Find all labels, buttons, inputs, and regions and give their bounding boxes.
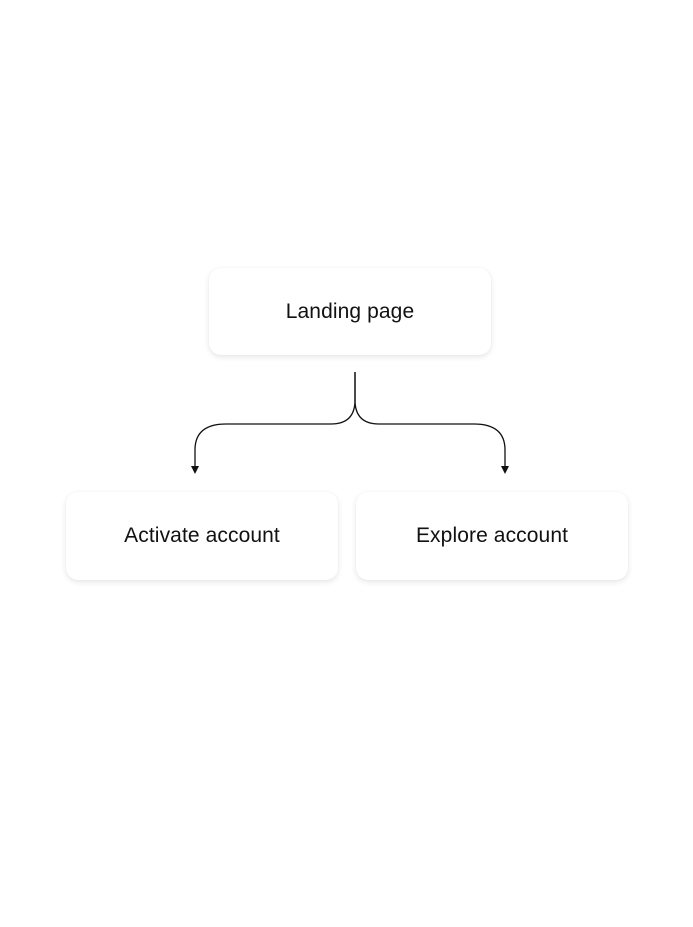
node-activate-account-label: Activate account — [124, 524, 280, 547]
node-landing-page: Landing page — [209, 268, 491, 355]
edge-landing-to-activate — [191, 372, 356, 474]
node-explore-account-label: Explore account — [415, 524, 569, 547]
node-explore-account: Explore account — [356, 492, 628, 580]
node-activate-account: Activate account — [66, 492, 338, 580]
edge-landing-to-explore — [354, 372, 509, 474]
node-landing-page-label: Landing page — [285, 299, 415, 323]
